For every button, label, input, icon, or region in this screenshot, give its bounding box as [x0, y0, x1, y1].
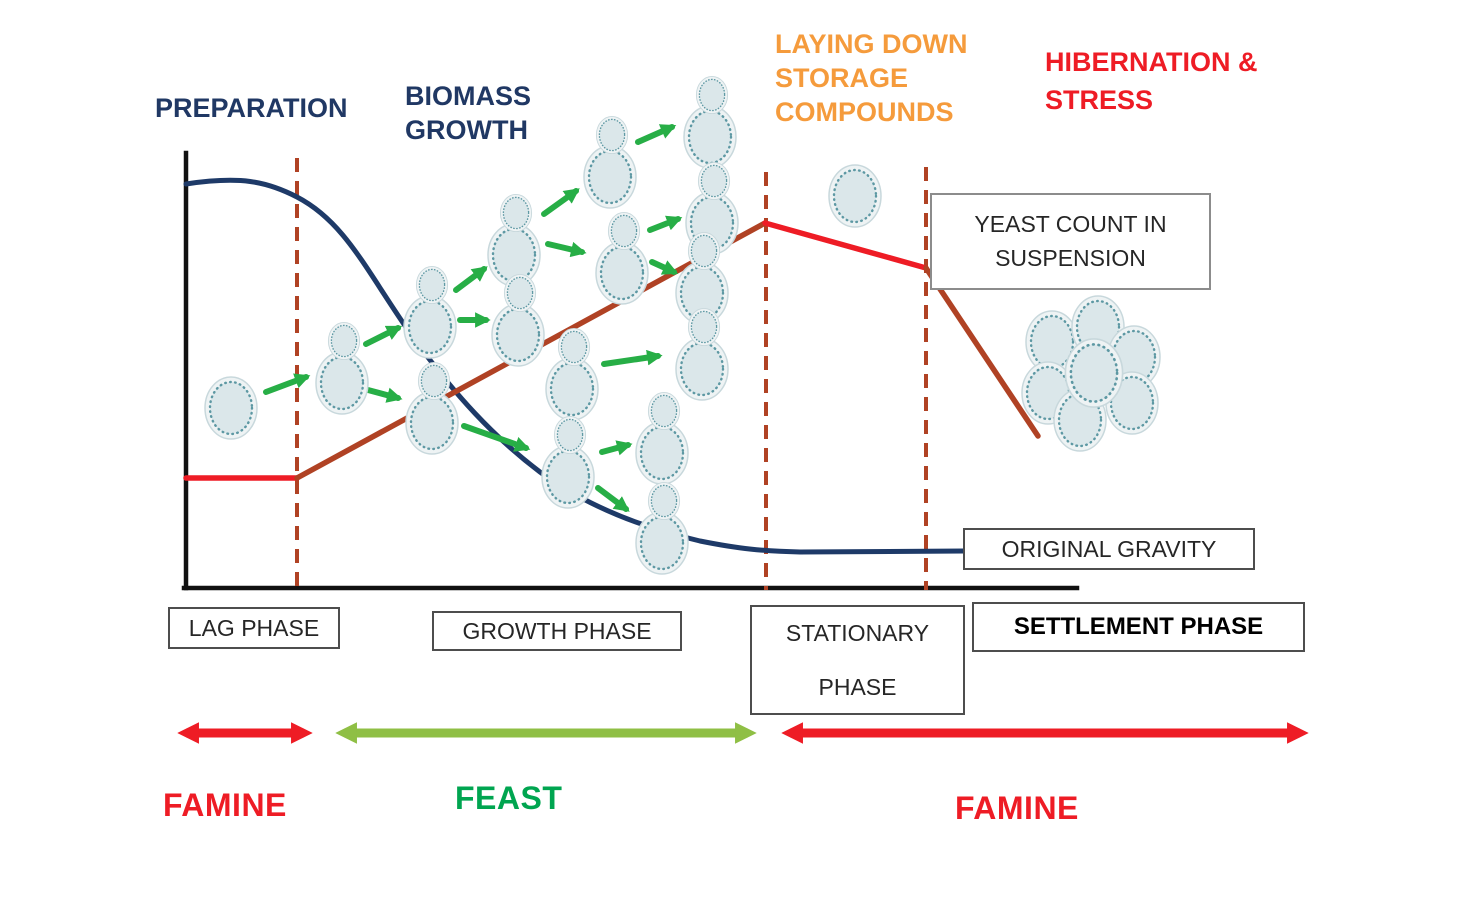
budding-yeast-cell-icon	[584, 116, 636, 208]
original-gravity-curve	[183, 177, 968, 555]
budding-arrows	[263, 124, 683, 512]
heading-laying-down-storage: LAYING DOWN STORAGE COMPOUNDS	[775, 29, 968, 127]
budding-direction-arrow-icon	[545, 241, 587, 258]
budding-yeast-cell-icon	[492, 274, 544, 366]
phase-box-lag: LAG PHASE	[168, 607, 340, 649]
budding-direction-arrow-icon	[365, 387, 403, 403]
budding-direction-arrow-icon	[599, 440, 633, 456]
budding-direction-arrow-icon	[635, 124, 677, 145]
budding-direction-arrow-icon	[461, 423, 531, 452]
budding-yeast-cell-icon	[684, 76, 736, 168]
budding-direction-arrow-icon	[601, 349, 663, 367]
budding-yeast-cell-icon	[546, 328, 598, 420]
budding-yeast-cell-icon	[316, 322, 368, 414]
budding-direction-arrow-icon	[649, 259, 679, 275]
yeast-count-annotation-box: YEAST COUNT IN SUSPENSION	[930, 193, 1211, 290]
yeast-cell-icon	[203, 375, 259, 441]
yeast-count-settlement-segment	[923, 265, 1041, 439]
yeast-cells	[203, 76, 883, 574]
heading-hibernation-stress: HIBERNATION & STRESS	[1045, 47, 1258, 115]
timeline-label-famine-left: FAMINE	[163, 787, 287, 823]
timeline-label-feast: FEAST	[455, 780, 563, 816]
heading-preparation: PREPARATION	[155, 93, 348, 123]
budding-yeast-cell-icon	[542, 416, 594, 508]
budding-yeast-cell-icon	[406, 362, 458, 454]
yeast-count-stationary-segment	[762, 220, 929, 271]
budding-yeast-cell-icon	[636, 482, 688, 574]
budding-yeast-cell-icon	[596, 212, 648, 304]
timeline-label-famine-right: FAMINE	[955, 790, 1079, 826]
phase-box-stationary: STATIONARY PHASE	[750, 605, 965, 715]
yeast-cell-icon	[827, 163, 883, 229]
budding-yeast-cell-icon	[404, 266, 456, 358]
original-gravity-annotation-box: ORIGINAL GRAVITY	[963, 528, 1255, 570]
budding-yeast-cell-icon	[636, 392, 688, 484]
budding-direction-arrow-icon	[595, 485, 630, 512]
phase-box-growth: GROWTH PHASE	[432, 611, 682, 651]
budding-direction-arrow-icon	[541, 188, 580, 217]
budding-yeast-cell-icon	[676, 308, 728, 400]
budding-direction-arrow-icon	[647, 215, 683, 233]
budding-direction-arrow-icon	[453, 266, 488, 293]
budding-direction-arrow-icon	[263, 373, 311, 395]
budding-direction-arrow-icon	[363, 325, 403, 347]
heading-biomass-growth: BIOMASS GROWTH	[405, 81, 532, 145]
phase-box-settlement: SETTLEMENT PHASE	[972, 602, 1305, 652]
flocculated-yeast-cluster-icon	[1020, 294, 1162, 453]
budding-yeast-cell-icon	[488, 194, 540, 286]
